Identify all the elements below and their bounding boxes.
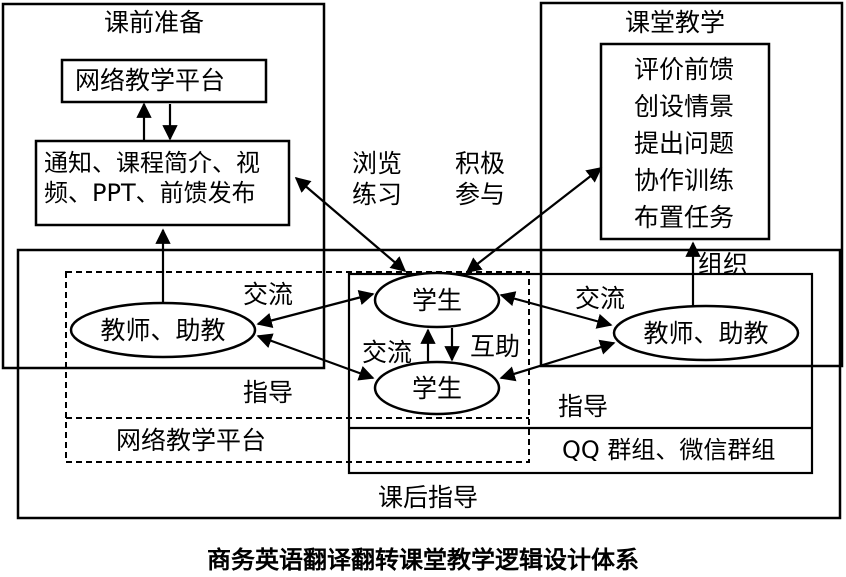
platform-bottom-label: 网络教学平台 (116, 426, 267, 455)
right-teacher-ellipse (612, 304, 800, 362)
exchange-mid-label: 交流 (362, 338, 413, 367)
right-teacher-label: 教师、助教 (643, 319, 769, 348)
after-class-box (16, 248, 842, 520)
prep-content-box (34, 139, 291, 227)
classroom-step-4: 协作训练 (634, 166, 735, 195)
arrow-lteacher-sbottom (256, 333, 375, 381)
prep-platform-box (60, 58, 268, 104)
student-top-ellipse (373, 271, 501, 329)
classroom-title: 课堂教学 (625, 8, 726, 37)
exchange-right-label: 交流 (575, 284, 626, 313)
classroom-steps-box (599, 42, 771, 241)
after-class-label: 课后指导 (378, 483, 479, 512)
browse-label: 浏览练习 (352, 149, 403, 210)
qq-wechat-label: QQ 群组、微信群组 (562, 436, 776, 464)
classroom-step-5: 布置任务 (634, 203, 735, 232)
student-top-label: 学生 (411, 286, 462, 315)
arrow-student-classroom (465, 167, 603, 273)
student-bottom-label: 学生 (411, 374, 462, 403)
prep-title: 课前准备 (104, 8, 205, 37)
classroom-step-3: 提出问题 (634, 129, 735, 158)
arrow-lteacher-stop (256, 290, 375, 328)
arrow-rteacher-sbottom (499, 339, 616, 382)
classroom-step-1: 评价前馈 (634, 55, 735, 84)
student-bottom-ellipse (373, 360, 501, 416)
organize-label: 组织 (698, 250, 749, 279)
prep-content-label: 通知、课程简介、视频、PPT、前馈发布 (44, 149, 260, 207)
guide-right-label: 指导 (558, 392, 609, 421)
exchange-left-label: 交流 (243, 280, 294, 309)
arrow-rteacher-stop (499, 291, 613, 329)
participate-label: 积极参与 (455, 149, 506, 210)
left-teacher-label: 教师、助教 (100, 316, 226, 345)
prep-platform-label: 网络教学平台 (75, 66, 226, 95)
guide-left-label: 指导 (243, 378, 294, 407)
classroom-step-2: 创设情景 (634, 92, 735, 121)
mutual-help-label: 互助 (470, 332, 521, 361)
figure-caption: 商务英语翻译翻转课堂教学逻辑设计体系 (207, 546, 639, 574)
arrow-content-student (294, 177, 407, 272)
dashed-platform-area (65, 271, 530, 463)
